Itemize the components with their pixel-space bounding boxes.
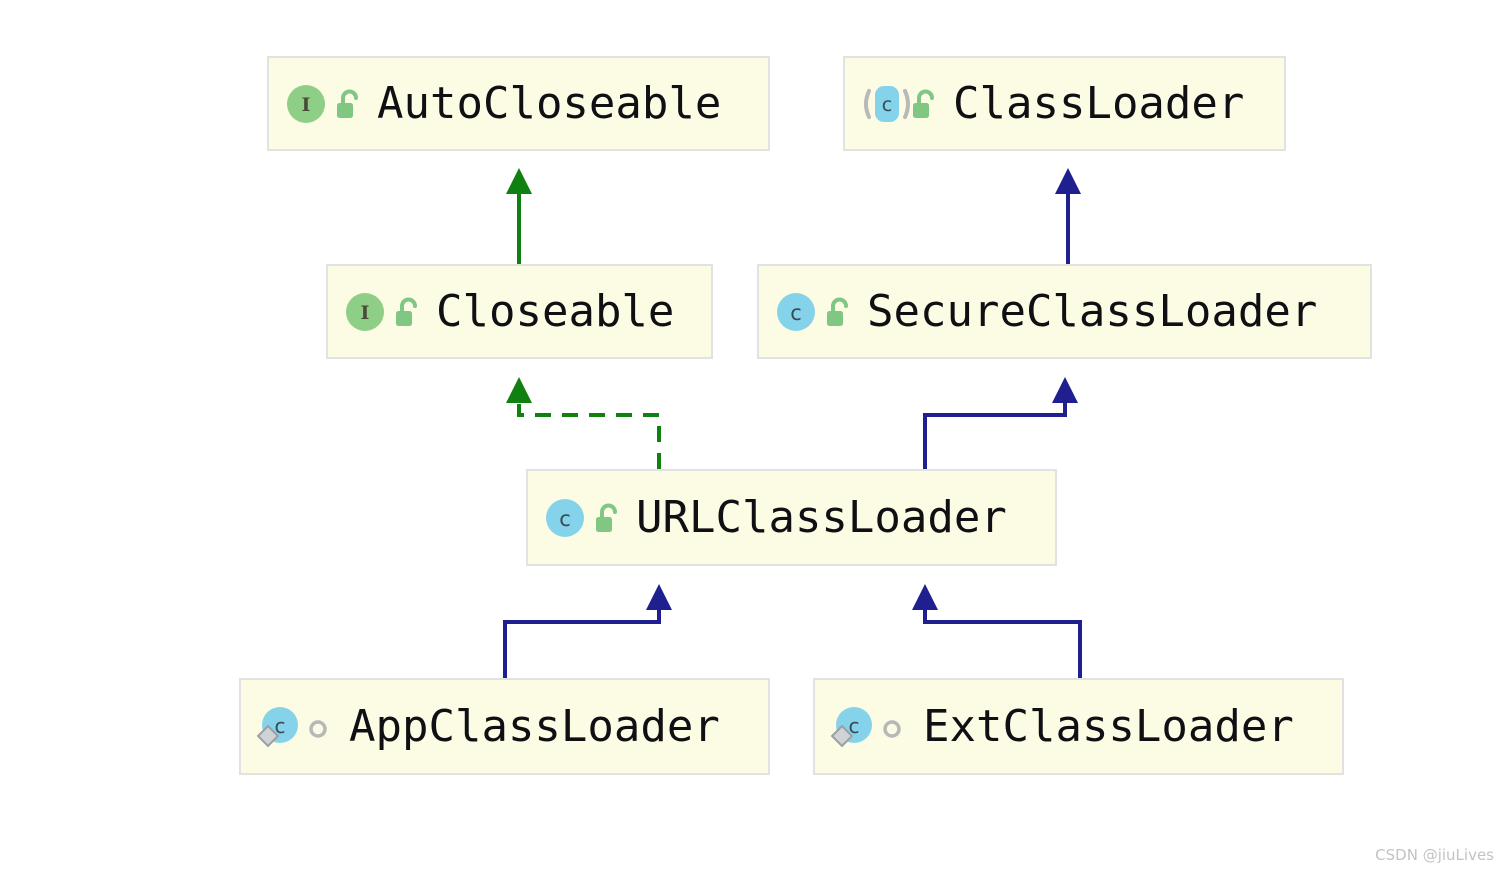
unlocked-padlock-icon <box>823 295 853 329</box>
class-node-label: AutoCloseable <box>377 78 722 129</box>
edge-arrowhead <box>1052 377 1078 403</box>
package-private-circle-icon <box>305 710 335 744</box>
edge-extclassloader-to-urlclassloader <box>912 584 1082 678</box>
edge-arrowhead <box>912 584 938 610</box>
unlocked-padlock-icon <box>592 501 622 535</box>
watermark: CSDN @jiuLives <box>1375 846 1494 864</box>
class-node-closeable[interactable]: I Closeable <box>326 264 713 359</box>
edge-arrowhead <box>506 377 532 403</box>
node-icon-group: c <box>861 83 939 125</box>
edge-arrowhead <box>646 584 672 610</box>
class-node-label: AppClassLoader <box>349 701 720 752</box>
node-icon-group: c <box>257 706 335 748</box>
svg-text:I: I <box>302 94 311 116</box>
class-icon: c <box>775 291 817 333</box>
node-icon-group: I <box>285 83 363 125</box>
class-node-label: ClassLoader <box>953 78 1245 129</box>
svg-text:c: c <box>559 507 571 531</box>
edge-secureclassloader-to-classloader <box>1055 168 1081 264</box>
interface-icon: I <box>344 291 386 333</box>
svg-text:c: c <box>849 714 860 738</box>
svg-text:c: c <box>882 94 892 116</box>
node-icon-group: c <box>831 706 909 748</box>
edge-arrowhead <box>1055 168 1081 194</box>
svg-text:c: c <box>790 301 802 325</box>
svg-text:c: c <box>275 714 286 738</box>
class-node-url-class-loader[interactable]: c URLClassLoader <box>526 469 1057 566</box>
class-icon: c <box>544 497 586 539</box>
svg-text:I: I <box>361 302 370 324</box>
node-icon-group: I <box>344 291 422 333</box>
class-node-secure-class-loader[interactable]: c SecureClassLoader <box>757 264 1372 359</box>
class-node-label: Closeable <box>436 286 675 337</box>
class-node-label: URLClassLoader <box>636 492 1007 543</box>
static-class-icon: c <box>257 706 299 748</box>
interface-icon: I <box>285 83 327 125</box>
edge-urlclassloader-to-secureclassloader <box>923 377 1078 469</box>
unlocked-padlock-icon <box>333 87 363 121</box>
class-node-class-loader[interactable]: c ClassLoader <box>843 56 1286 151</box>
class-node-app-class-loader[interactable]: c AppClassLoader <box>239 678 770 775</box>
node-icon-group: c <box>544 497 622 539</box>
unlocked-padlock-icon <box>909 87 939 121</box>
package-private-circle-icon <box>879 710 909 744</box>
edge-closeable-to-autocloseable <box>506 168 532 264</box>
class-node-auto-closeable[interactable]: I AutoCloseable <box>267 56 770 151</box>
class-node-ext-class-loader[interactable]: c ExtClassLoader <box>813 678 1344 775</box>
edge-urlclassloader-to-closeable <box>506 377 661 469</box>
abstract-class-icon: c <box>861 83 910 125</box>
edge-arrowhead <box>506 168 532 194</box>
class-node-label: SecureClassLoader <box>867 286 1318 337</box>
class-node-label: ExtClassLoader <box>923 701 1294 752</box>
unlocked-padlock-icon <box>392 295 422 329</box>
edge-appclassloader-to-urlclassloader <box>503 584 672 678</box>
node-icon-group: c <box>775 291 853 333</box>
static-class-icon: c <box>831 706 873 748</box>
